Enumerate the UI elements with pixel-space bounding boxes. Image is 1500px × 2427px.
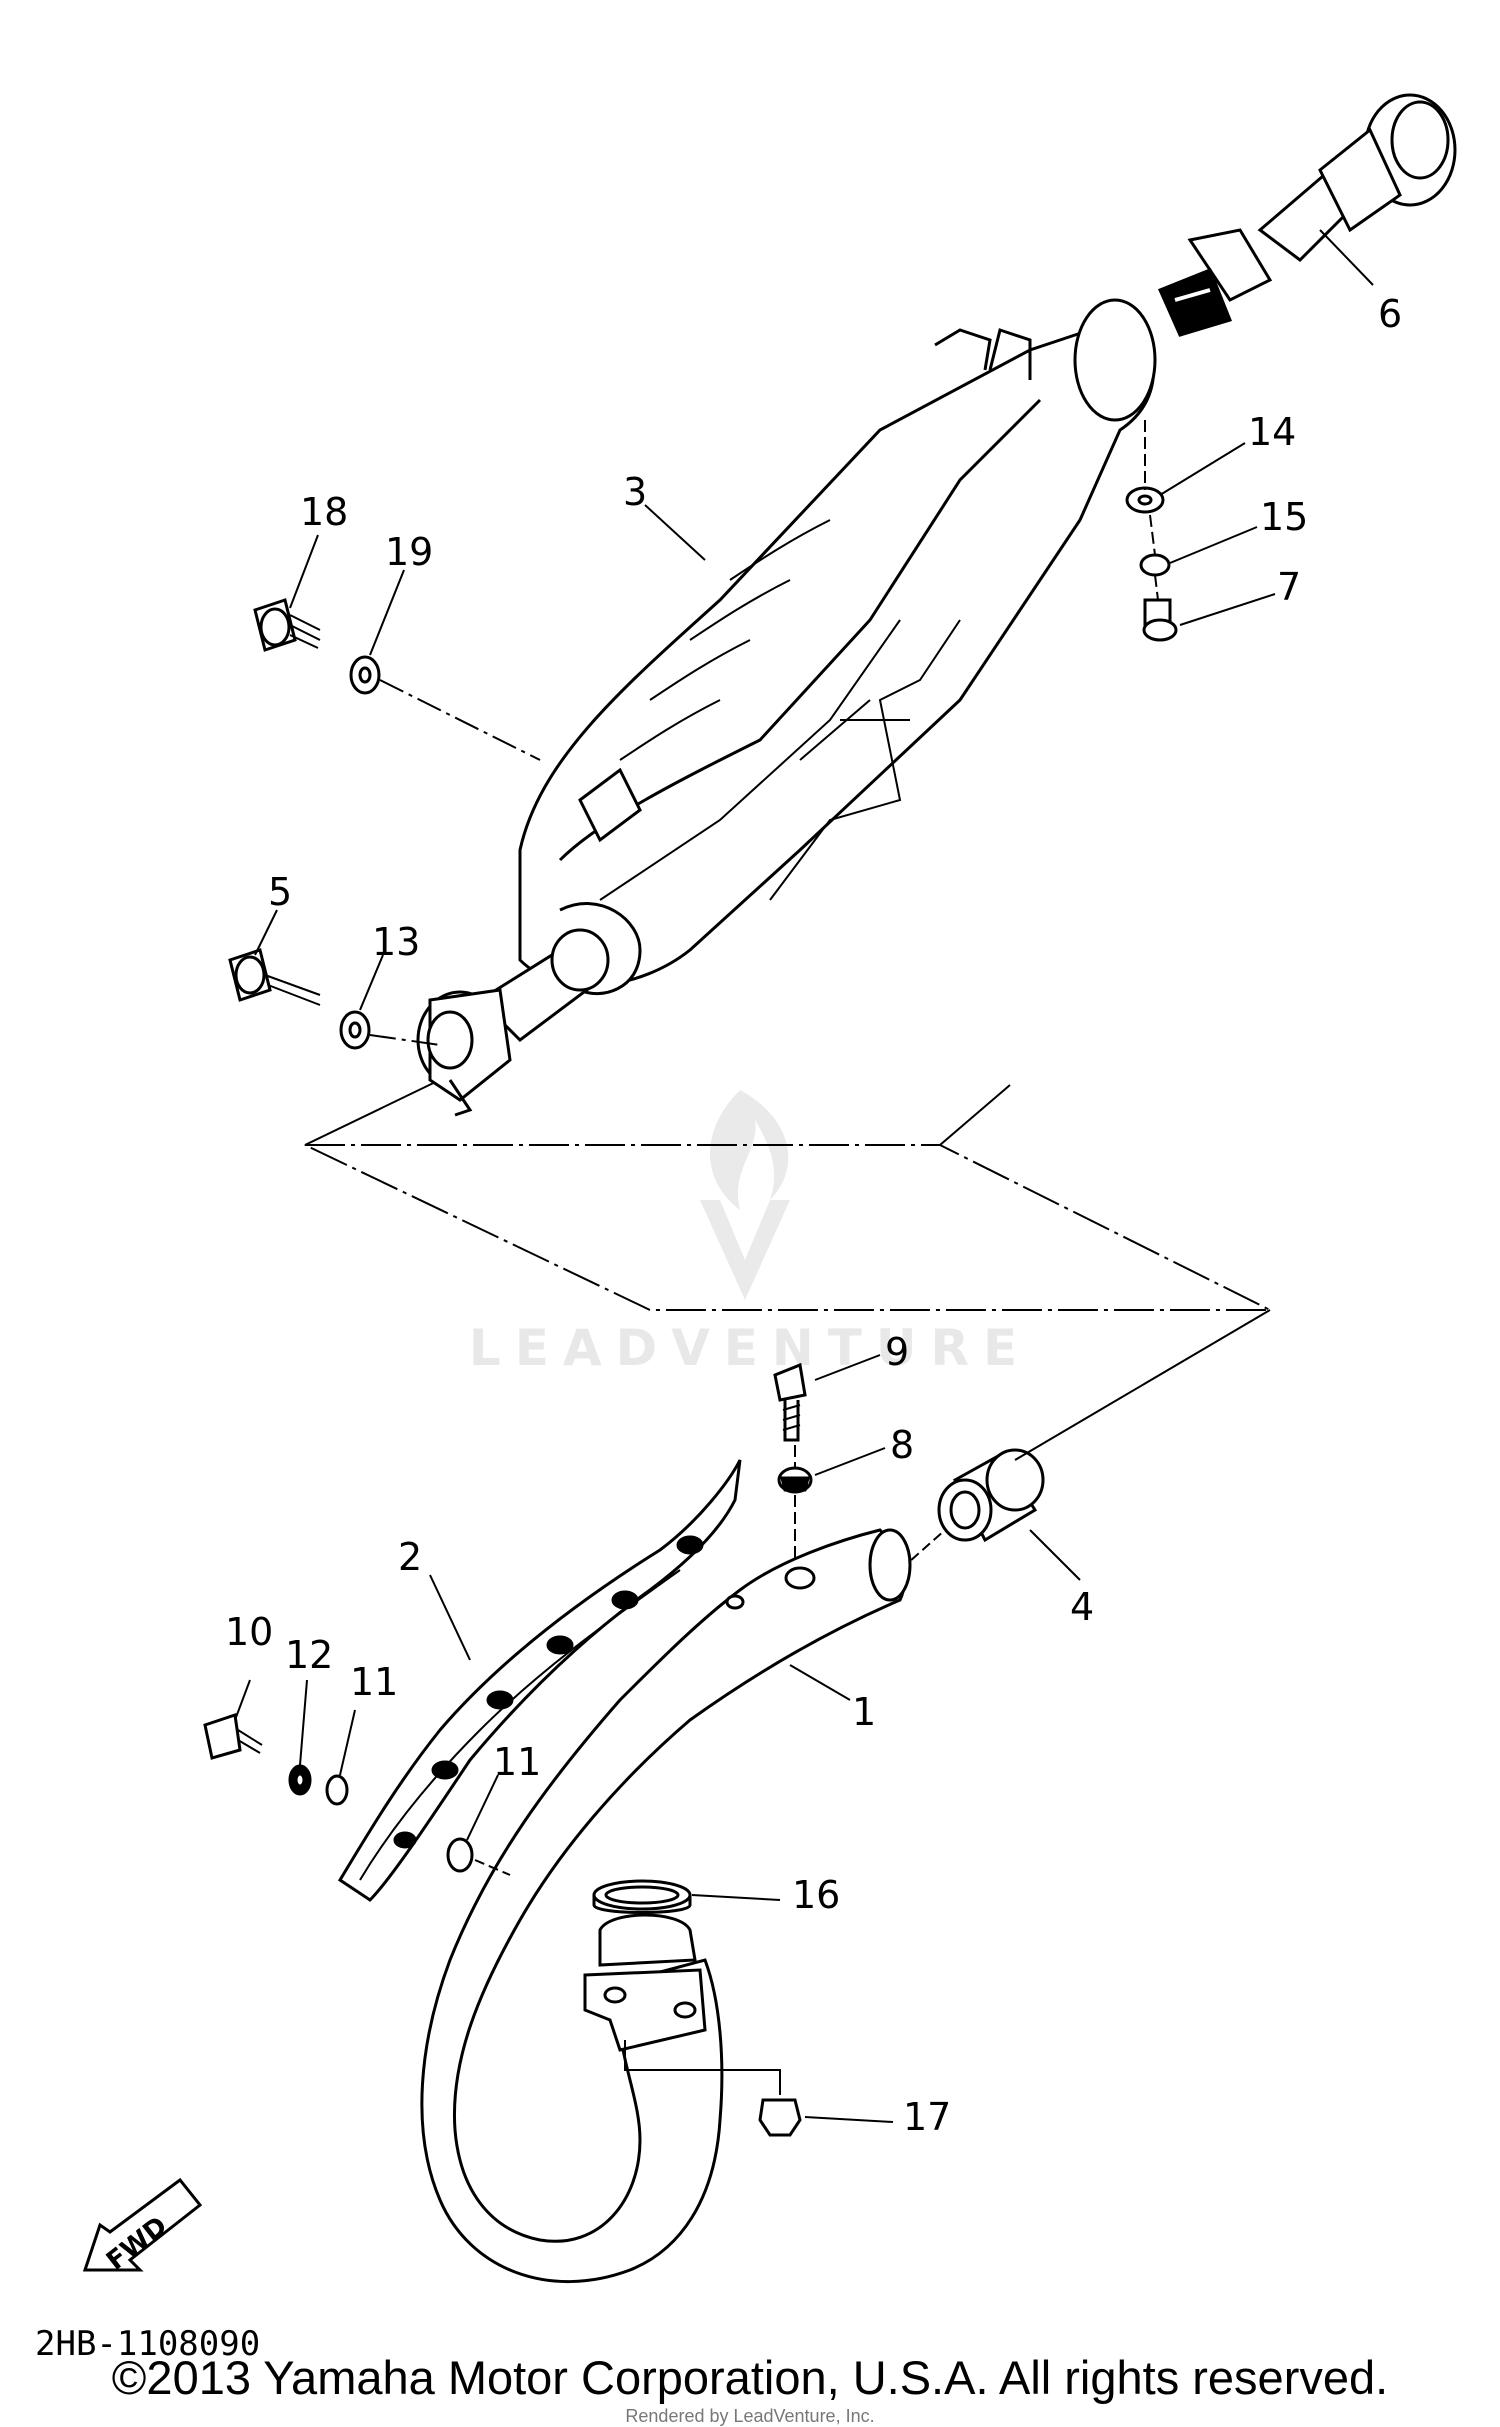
gasket-4 xyxy=(937,1448,1045,1543)
gasket-16 xyxy=(592,1879,692,1914)
callout-8: 8 xyxy=(890,1423,914,1467)
washer-8 xyxy=(777,1466,813,1494)
copyright-notice: ©2013 Yamaha Motor Corporation, U.S.A. A… xyxy=(111,2351,1389,2404)
rendered-by-notice: Rendered by LeadVenture, Inc. xyxy=(625,2406,875,2426)
callout-7: 7 xyxy=(1277,565,1301,609)
callout-14: 14 xyxy=(1248,410,1296,454)
watermark-text: LEADVENTURE xyxy=(469,1319,1031,1377)
washer-11-a xyxy=(325,1774,349,1806)
watermark-logo: LEADVENTURE xyxy=(469,1090,1031,1377)
fwd-arrow-icon: FWD xyxy=(82,2177,203,2276)
callout-17: 17 xyxy=(903,2095,951,2139)
washer-11-b xyxy=(446,1837,474,1873)
bolt-9 xyxy=(773,1362,807,1442)
leader-4-pipe xyxy=(899,1529,946,1571)
callout-6: 6 xyxy=(1378,292,1402,336)
callout-15: 15 xyxy=(1260,495,1308,539)
tail-pipe xyxy=(1157,93,1457,337)
callout-1: 1 xyxy=(852,1690,876,1734)
callout-16: 16 xyxy=(792,1873,840,1917)
callout-11a: 11 xyxy=(350,1660,398,1704)
heat-shield xyxy=(337,1459,742,1902)
washer-15 xyxy=(1139,553,1171,577)
nut-12 xyxy=(288,1764,312,1796)
callout-3: 3 xyxy=(623,470,647,514)
washer-13 xyxy=(339,1010,371,1050)
bolt-5 xyxy=(228,948,321,1006)
stack-leader xyxy=(1144,420,1159,601)
callout-5: 5 xyxy=(268,870,292,914)
leader-17-stud xyxy=(624,2040,781,2095)
exhaust-pipe xyxy=(420,1528,912,2284)
muffler xyxy=(518,298,1157,996)
callout-4: 4 xyxy=(1070,1585,1094,1629)
bolt-7 xyxy=(1142,598,1178,642)
assembly-frame xyxy=(304,1144,1271,1311)
callout-18: 18 xyxy=(300,490,348,534)
leader-19 xyxy=(379,679,541,761)
leader-11b xyxy=(474,1859,511,1876)
callout-9: 9 xyxy=(885,1330,909,1374)
callout-10: 10 xyxy=(225,1610,273,1654)
frame-leaders xyxy=(304,1074,1011,1146)
callout-13: 13 xyxy=(372,920,420,964)
leader-4-frame xyxy=(1014,1309,1271,1461)
washer-14 xyxy=(1125,486,1165,514)
part-code: 2HB-1108090 xyxy=(35,2324,260,2364)
nut-17 xyxy=(758,2098,802,2137)
washer-19 xyxy=(349,655,381,695)
callout-12: 12 xyxy=(285,1633,333,1677)
callout-11b: 11 xyxy=(493,1740,541,1784)
callouts: 6 14 15 7 3 18 19 5 13 9 8 4 1 2 10 12 1 xyxy=(225,229,1402,2139)
callout-2: 2 xyxy=(398,1535,422,1579)
exhaust-flange xyxy=(583,1913,707,2052)
leader-13 xyxy=(369,1034,441,1046)
muffler-inlet xyxy=(416,928,610,1117)
callout-19: 19 xyxy=(385,530,433,574)
bolt-18 xyxy=(253,598,321,652)
bolt-10 xyxy=(203,1713,263,1760)
